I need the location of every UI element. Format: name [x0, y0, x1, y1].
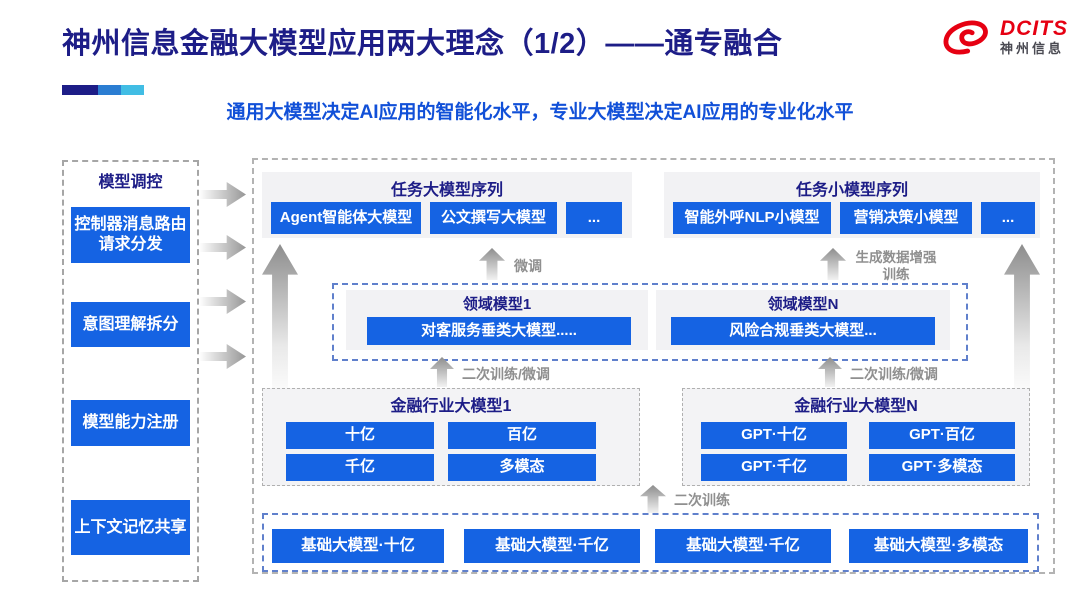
label-retrain: 二次训练 — [674, 492, 730, 508]
domain-model-1-panel: 领域模型1 对客服务垂类大模型..... — [346, 290, 648, 350]
right-arrow-icon — [200, 235, 246, 260]
dcits-logo: DCITS 神州信息 — [938, 16, 1068, 58]
right-arrow-icon — [200, 289, 246, 314]
label-retrain-ft-left: 二次训练/微调 — [462, 366, 550, 382]
accent-segment-navy — [62, 85, 98, 95]
box-task-small-more: ... — [981, 202, 1035, 234]
industry-model-1-panel: 金融行业大模型1 十亿 百亿 千亿 多模态 — [262, 388, 640, 486]
right-arrow-icon — [200, 344, 246, 369]
industry-model-n-title: 金融行业大模型N — [794, 398, 918, 415]
model-control-title: 模型调控 — [98, 174, 163, 191]
label-fine-tune: 微调 — [514, 258, 542, 274]
base-models-box: 基础大模型·十亿 基础大模型·千亿 基础大模型·千亿 基础大模型·多模态 — [262, 513, 1039, 572]
industry-model-1-title: 金融行业大模型1 — [390, 398, 512, 415]
box-gpt-multimodal: GPT·多模态 — [869, 454, 1015, 481]
box-multimodal: 多模态 — [448, 454, 596, 481]
box-base-model-billion: 基础大模型·十亿 — [272, 529, 444, 563]
box-gpt-hundred-billion: GPT·千亿 — [701, 454, 847, 481]
right-arrow-icon — [200, 182, 246, 207]
box-billion: 十亿 — [286, 422, 434, 449]
box-base-model-multimodal: 基础大模型·多模态 — [849, 529, 1028, 563]
box-customer-service-vertical-model: 对客服务垂类大模型..... — [367, 317, 631, 345]
logo-cn-text: 神州信息 — [1000, 41, 1065, 57]
slide-subtitle: 通用大模型决定AI应用的智能化水平，专业大模型决定AI应用的专业化水平 — [226, 102, 854, 123]
domain-model-1-title: 领域模型1 — [462, 296, 532, 313]
domain-model-n-panel: 领域模型N 风险合规垂类大模型... — [656, 290, 950, 350]
box-gpt-ten-billion: GPT·百亿 — [869, 422, 1015, 449]
label-retrain-ft-right: 二次训练/微调 — [850, 366, 938, 382]
box-base-model-hundred-billion-a: 基础大模型·千亿 — [464, 529, 640, 563]
box-ten-billion: 百亿 — [448, 422, 596, 449]
sidebar-item-intent-split: 意图理解拆分 — [71, 302, 190, 347]
domain-model-n-title: 领域模型N — [767, 296, 839, 313]
task-small-model-panel: 任务小模型序列 智能外呼NLP小模型 营销决策小模型 ... — [664, 172, 1040, 238]
box-task-large-more: ... — [566, 202, 622, 234]
box-outbound-nlp-small-model: 智能外呼NLP小模型 — [673, 202, 831, 234]
accent-bar — [62, 85, 144, 95]
task-large-model-title: 任务大模型序列 — [390, 182, 503, 199]
label-gen-augment: 生成数据增强训练 — [855, 250, 937, 282]
task-small-model-title: 任务小模型序列 — [795, 182, 908, 199]
box-doc-writing-large-model: 公文撰写大模型 — [430, 202, 557, 234]
box-agent-large-model: Agent智能体大模型 — [271, 202, 421, 234]
accent-segment-blue — [98, 85, 121, 95]
model-control-panel: 模型调控 控制器消息路由请求分发 意图理解拆分 模型能力注册 上下文记忆共享 — [62, 160, 199, 582]
dcits-swirl-icon — [943, 20, 988, 55]
page-title: 神州信息金融大模型应用两大理念（1/2）——通专融合 — [62, 28, 783, 60]
task-large-model-panel: 任务大模型序列 Agent智能体大模型 公文撰写大模型 ... — [262, 172, 632, 238]
box-marketing-decision-small-model: 营销决策小模型 — [840, 202, 972, 234]
sidebar-item-context-memory: 上下文记忆共享 — [71, 500, 190, 555]
sidebar-item-controller-routing: 控制器消息路由请求分发 — [71, 207, 190, 263]
sidebar-item-capability-register: 模型能力注册 — [71, 400, 190, 446]
industry-model-n-panel: 金融行业大模型N GPT·十亿 GPT·百亿 GPT·千亿 GPT·多模态 — [682, 388, 1030, 486]
box-risk-compliance-vertical-model: 风险合规垂类大模型... — [671, 317, 935, 345]
box-hundred-billion: 千亿 — [286, 454, 434, 481]
box-gpt-billion: GPT·十亿 — [701, 422, 847, 449]
logo-brand-text: DCITS — [1000, 17, 1068, 41]
accent-segment-cyan — [121, 85, 144, 95]
box-base-model-hundred-billion-b: 基础大模型·千亿 — [655, 529, 831, 563]
